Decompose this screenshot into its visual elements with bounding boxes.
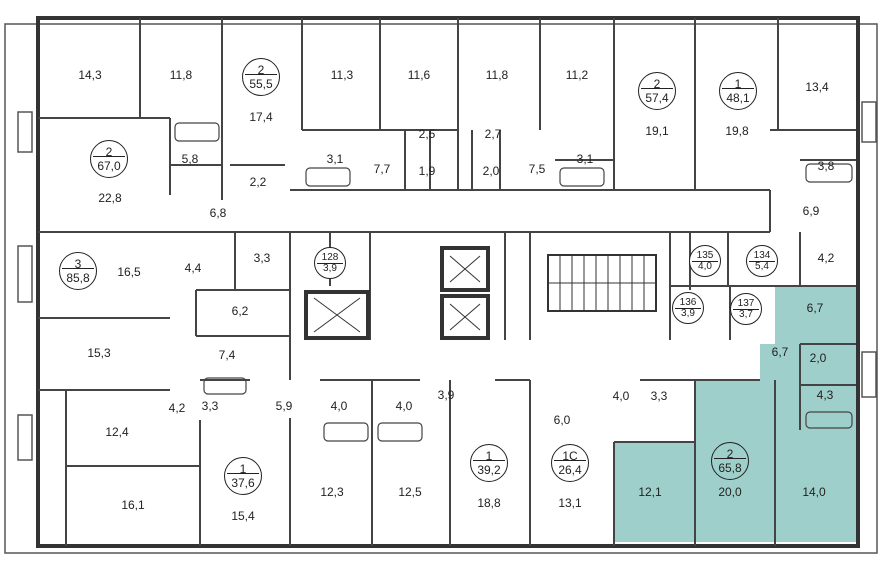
room-area: 4,4 — [184, 261, 202, 275]
room-area: 19,1 — [645, 124, 669, 138]
room-area: 7,5 — [528, 162, 546, 176]
room-area: 15,4 — [231, 509, 255, 523]
room-area: 7,4 — [218, 348, 236, 362]
room-area: 11,3 — [330, 68, 354, 82]
room-area: 2,2 — [249, 175, 267, 189]
room-area: 4,0 — [612, 389, 630, 403]
room-area: 6,7 — [771, 345, 789, 359]
room-area: 6,2 — [231, 304, 249, 318]
room-area: 1,9 — [418, 164, 436, 178]
room-area: 6,9 — [802, 204, 820, 218]
room-area: 11,6 — [407, 68, 431, 82]
room-area: 16,1 — [121, 498, 145, 512]
room-area: 6,8 — [209, 206, 227, 220]
room-area: 12,1 — [638, 485, 662, 499]
room-area: 14,0 — [802, 485, 826, 499]
room-area: 6,0 — [553, 413, 571, 427]
room-area: 4,0 — [395, 399, 413, 413]
room-area: 3,8 — [817, 159, 835, 173]
room-area: 3,3 — [650, 389, 668, 403]
bathtubs — [174, 122, 853, 442]
room-area: 11,8 — [169, 68, 193, 82]
room-area: 2,0 — [809, 351, 827, 365]
room-area: 2,5 — [418, 127, 436, 141]
room-area: 12,5 — [398, 485, 422, 499]
room-area: 18,8 — [477, 496, 501, 510]
room-area: 3,9 — [437, 388, 455, 402]
elevator-shafts — [304, 246, 490, 340]
room-area: 22,8 — [98, 191, 122, 205]
room-area: 14,3 — [78, 68, 102, 82]
room-area: 11,2 — [565, 68, 589, 82]
staircase — [547, 254, 657, 312]
room-area: 3,1 — [576, 152, 594, 166]
highlighted-apartment — [614, 286, 856, 542]
room-area: 16,5 — [117, 265, 141, 279]
window-frames — [4, 23, 878, 554]
room-area: 4,3 — [816, 388, 834, 402]
room-area: 4,2 — [168, 401, 186, 415]
room-area: 2,0 — [482, 164, 500, 178]
room-area: 5,9 — [275, 399, 293, 413]
room-area: 7,7 — [373, 162, 391, 176]
room-area: 19,8 — [725, 124, 749, 138]
room-area: 5,8 — [181, 152, 199, 166]
room-area: 3,3 — [201, 399, 219, 413]
room-area: 2,7 — [484, 127, 502, 141]
room-area: 3,3 — [253, 251, 271, 265]
room-area: 20,0 — [718, 485, 742, 499]
room-area: 13,4 — [805, 80, 829, 94]
room-area: 13,1 — [558, 496, 582, 510]
room-area: 15,3 — [87, 346, 111, 360]
room-area: 6,7 — [806, 301, 824, 315]
room-area: 11,8 — [485, 68, 509, 82]
interior-walls — [38, 18, 856, 546]
room-area: 3,1 — [326, 152, 344, 166]
room-area: 12,4 — [105, 425, 129, 439]
room-area: 4,2 — [817, 251, 835, 265]
room-area: 4,0 — [330, 399, 348, 413]
outer-walls — [36, 16, 860, 548]
room-area: 17,4 — [249, 110, 273, 124]
room-area: 12,3 — [320, 485, 344, 499]
